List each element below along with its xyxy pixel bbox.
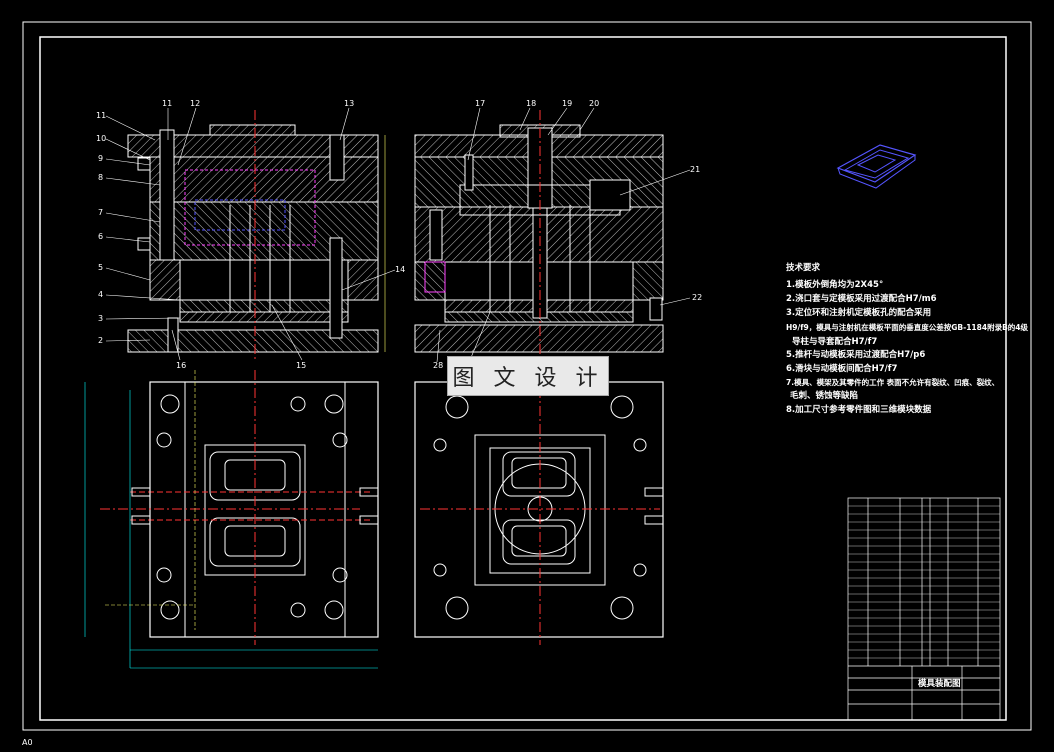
section-view-right [414, 110, 664, 360]
plan-view-right [414, 370, 664, 645]
leaders-right [436, 107, 691, 363]
watermark-box: 图 文 设 计 [447, 356, 609, 396]
sheet-size-label: A0 [22, 738, 33, 747]
leaders-left [105, 107, 396, 361]
isometric-part [836, 144, 917, 189]
inner-frame [39, 36, 1007, 721]
section-view-left [127, 110, 386, 360]
title-block [847, 497, 1001, 721]
title-block-rows [848, 505, 1000, 659]
outer-frame [22, 21, 1032, 731]
plan-view-left [84, 370, 379, 669]
watermark-text: 图 文 设 计 [452, 366, 604, 391]
